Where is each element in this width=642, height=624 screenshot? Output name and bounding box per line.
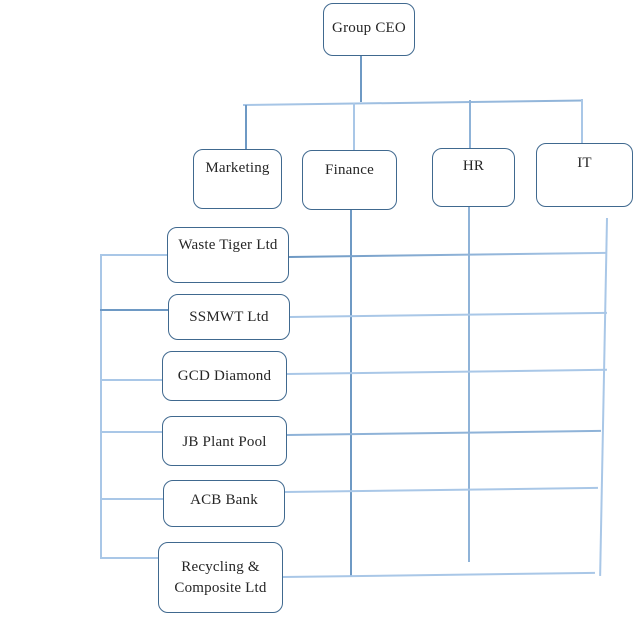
- grid-row-recycling: [282, 571, 595, 578]
- connector-drop-marketing: [245, 105, 247, 149]
- grid-column-finance: [350, 210, 352, 576]
- left-rail: [100, 254, 102, 558]
- node-it: IT: [536, 143, 633, 207]
- node-recycling-composite-ltd: Recycling & Composite Ltd: [158, 542, 283, 613]
- grid-row-ssmwt: [289, 311, 607, 318]
- connector-departments-bus: [242, 99, 583, 106]
- node-marketing: Marketing: [193, 149, 282, 209]
- rail-link-jb: [100, 431, 162, 433]
- node-acb-bank: ACB Bank: [163, 480, 285, 527]
- node-ssmwt-ltd: SSMWT Ltd: [168, 294, 290, 340]
- grid-column-it: [599, 217, 608, 576]
- rail-link-recycling: [100, 557, 158, 559]
- rail-link-ssmwt: [100, 309, 168, 311]
- grid-row-waste-tiger: [288, 251, 607, 258]
- node-waste-tiger-ltd: Waste Tiger Ltd: [167, 227, 289, 283]
- connector-ceo-drop: [360, 56, 362, 102]
- connector-drop-it: [581, 99, 583, 143]
- connector-drop-finance: [353, 103, 355, 150]
- rail-link-gcd: [100, 379, 162, 381]
- node-gcd-diamond: GCD Diamond: [162, 351, 287, 401]
- connector-drop-hr: [469, 100, 471, 148]
- grid-row-acb: [284, 486, 598, 493]
- grid-column-hr: [468, 207, 470, 562]
- node-hr: HR: [432, 148, 515, 207]
- rail-link-acb: [100, 498, 163, 500]
- grid-row-jb: [286, 429, 601, 436]
- rail-link-waste-tiger: [100, 254, 167, 256]
- node-group-ceo: Group CEO: [323, 3, 415, 56]
- node-finance: Finance: [302, 150, 397, 210]
- node-jb-plant-pool: JB Plant Pool: [162, 416, 287, 466]
- grid-row-gcd: [286, 368, 607, 375]
